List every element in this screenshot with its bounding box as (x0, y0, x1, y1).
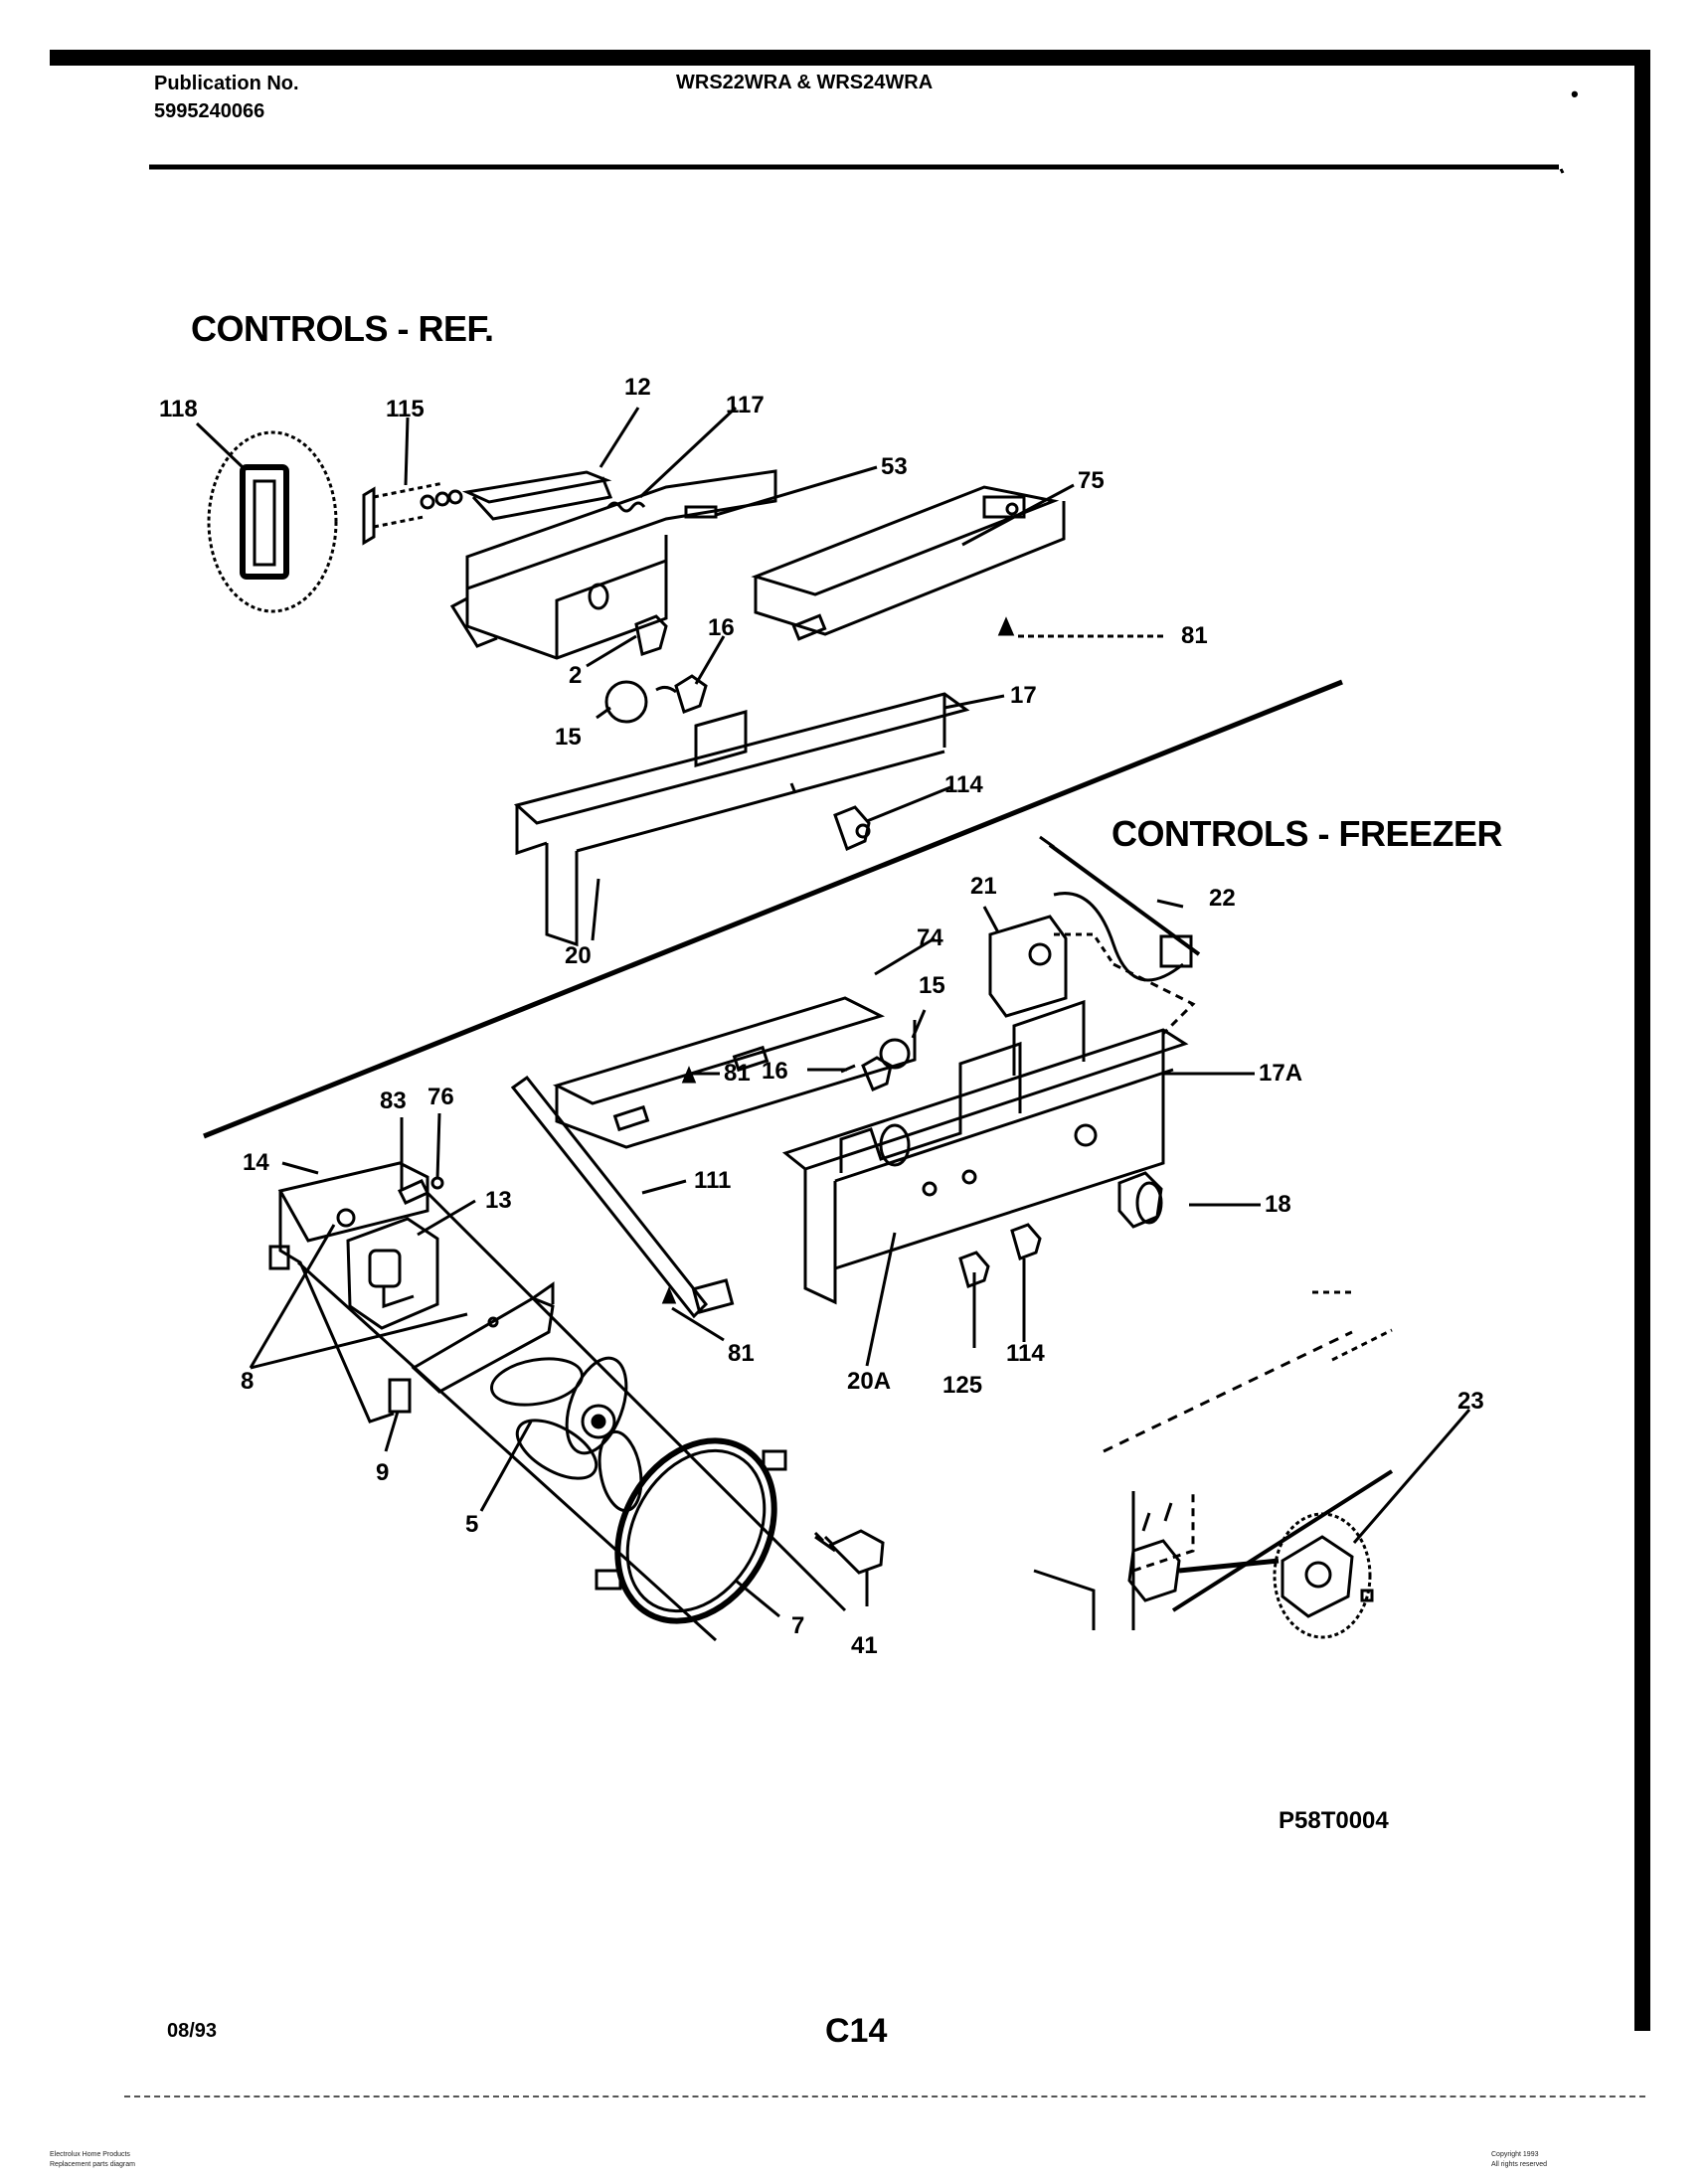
callout-74: 74 (917, 924, 943, 951)
revision-date: 08/93 (167, 2020, 218, 2042)
callout-17: 17 (1010, 682, 1037, 709)
publication-number: 5995240066 (154, 100, 265, 122)
model-number: WRS22WRA & WRS24WRA (676, 72, 934, 93)
header-mark: • (1571, 82, 1579, 106)
callout-9: 9 (376, 1459, 390, 1486)
callout-7: 7 (791, 1612, 805, 1639)
diagram-code: P58T0004 (1279, 1807, 1389, 1834)
callout-115: 115 (386, 396, 425, 422)
callout-53: 53 (881, 453, 908, 480)
callout-76: 76 (427, 1084, 454, 1110)
callout-22: 22 (1209, 885, 1236, 912)
publication-label: Publication No. (154, 73, 299, 94)
callout-16-freezer: 16 (762, 1058, 788, 1085)
callout-13: 13 (485, 1187, 512, 1214)
callout-2: 2 (569, 662, 583, 689)
callout-118: 118 (159, 396, 198, 422)
callout-83: 83 (380, 1088, 407, 1114)
callout-81-fan: 81 (728, 1340, 755, 1367)
callout-75: 75 (1078, 467, 1105, 494)
section-title-ref: CONTROLS - REF. (191, 308, 494, 349)
page-frame-top (50, 50, 1650, 66)
footer-rule (124, 2096, 1645, 2097)
callout-81-ref: 81 (1181, 622, 1208, 649)
callout-23: 23 (1457, 1388, 1484, 1415)
callout-125: 125 (942, 1372, 983, 1399)
page-number: C14 (825, 2012, 888, 2050)
page-frame-right (1634, 50, 1650, 2031)
callout-21: 21 (970, 873, 997, 900)
callout-20a: 20A (847, 1368, 892, 1395)
callout-114-freezer: 114 (1006, 1340, 1045, 1367)
callout-14: 14 (243, 1149, 269, 1176)
callout-81-freezer: 81 (724, 1060, 751, 1087)
section-title-freezer: CONTROLS - FREEZER (1111, 813, 1503, 854)
callout-5: 5 (465, 1511, 479, 1538)
callout-20: 20 (565, 942, 592, 969)
fine-print-right-2: All rights reserved (1491, 2161, 1548, 2168)
callout-111: 111 (694, 1167, 732, 1194)
callout-16-ref: 16 (708, 614, 735, 641)
callout-12: 12 (624, 374, 651, 401)
fine-print-left-2: Replacement parts diagram (50, 2161, 135, 2168)
fine-print-left-1: Electrolux Home Products (50, 2151, 130, 2158)
callout-15-freezer: 15 (919, 972, 945, 999)
callout-41: 41 (851, 1632, 878, 1659)
callout-8: 8 (241, 1368, 255, 1395)
callout-18: 18 (1265, 1191, 1291, 1218)
fine-print-right-1: Copyright 1993 (1491, 2151, 1539, 2158)
callout-114-ref: 114 (944, 771, 983, 798)
callout-117: 117 (726, 392, 765, 419)
callout-15-ref: 15 (555, 724, 582, 751)
callout-17a: 17A (1259, 1060, 1303, 1087)
